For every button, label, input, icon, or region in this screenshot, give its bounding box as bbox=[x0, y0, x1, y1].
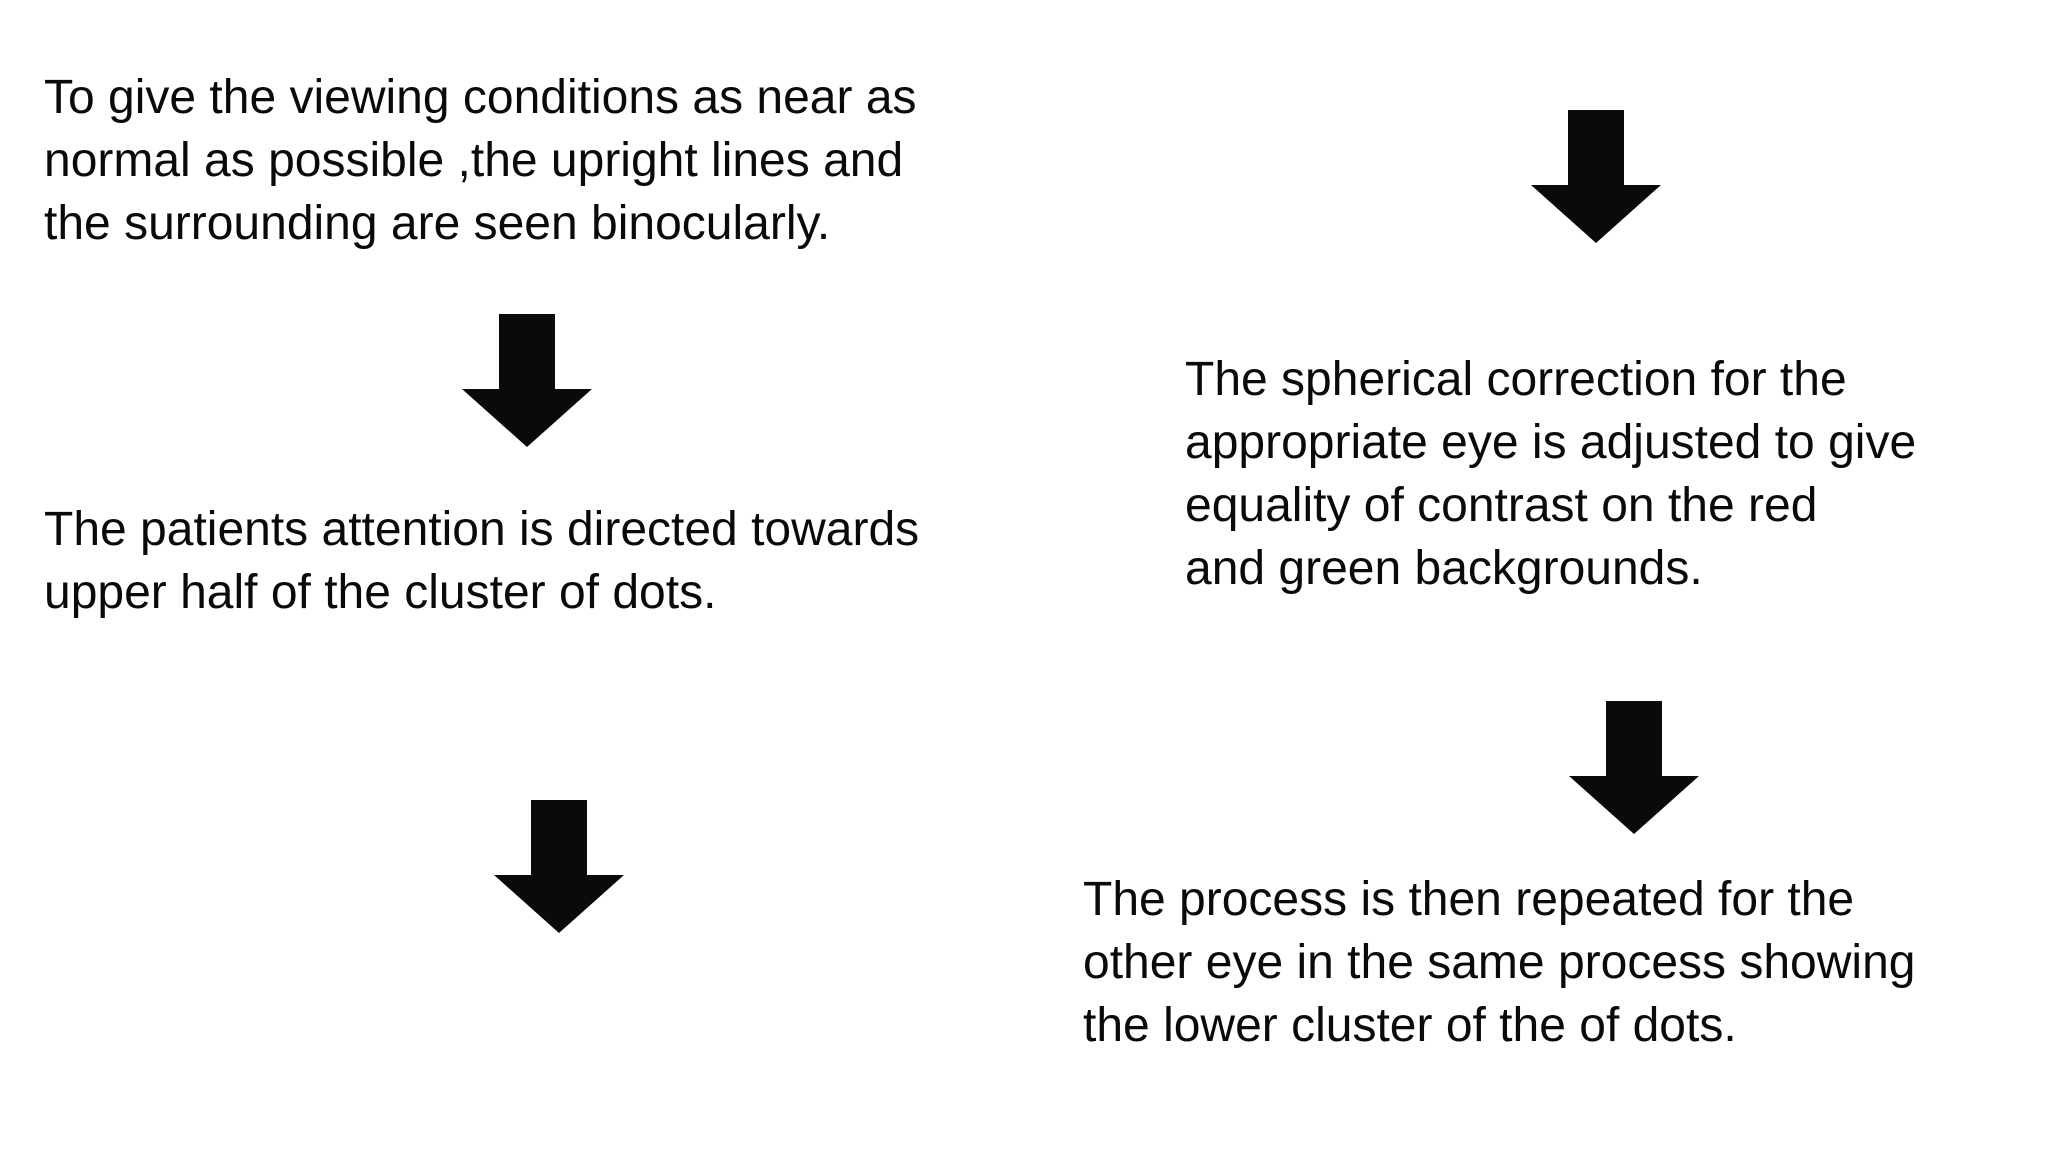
text-line: The process is then repeated for the bbox=[1083, 873, 1855, 926]
down-arrow-icon bbox=[462, 314, 592, 447]
text-line: the surrounding are seen binocularly. bbox=[44, 197, 831, 250]
down-arrow-icon bbox=[494, 800, 624, 933]
text-line: The spherical correction for the bbox=[1185, 353, 1847, 406]
step-text-spherical-correction: The spherical correction for the appropr… bbox=[1185, 348, 1916, 600]
step-text-patient-attention: The patients attention is directed towar… bbox=[44, 498, 919, 624]
text-line: other eye in the same process showing bbox=[1083, 936, 1916, 989]
text-line: the lower cluster of the of dots. bbox=[1083, 999, 1737, 1052]
text-line: normal as possible ,the upright lines an… bbox=[44, 134, 904, 187]
text-line: and green backgrounds. bbox=[1185, 542, 1703, 595]
text-line: To give the viewing conditions as near a… bbox=[44, 71, 917, 124]
down-arrow-icon bbox=[1531, 110, 1661, 243]
down-arrow-icon bbox=[1569, 701, 1699, 834]
step-text-viewing-conditions: To give the viewing conditions as near a… bbox=[44, 66, 917, 255]
text-line: The patients attention is directed towar… bbox=[44, 503, 920, 556]
text-line: equality of contrast on the red bbox=[1185, 479, 1818, 532]
text-line: appropriate eye is adjusted to give bbox=[1185, 416, 1917, 469]
text-line: upper half of the cluster of dots. bbox=[44, 566, 717, 619]
step-text-process-repeated: The process is then repeated for the oth… bbox=[1083, 868, 1915, 1057]
